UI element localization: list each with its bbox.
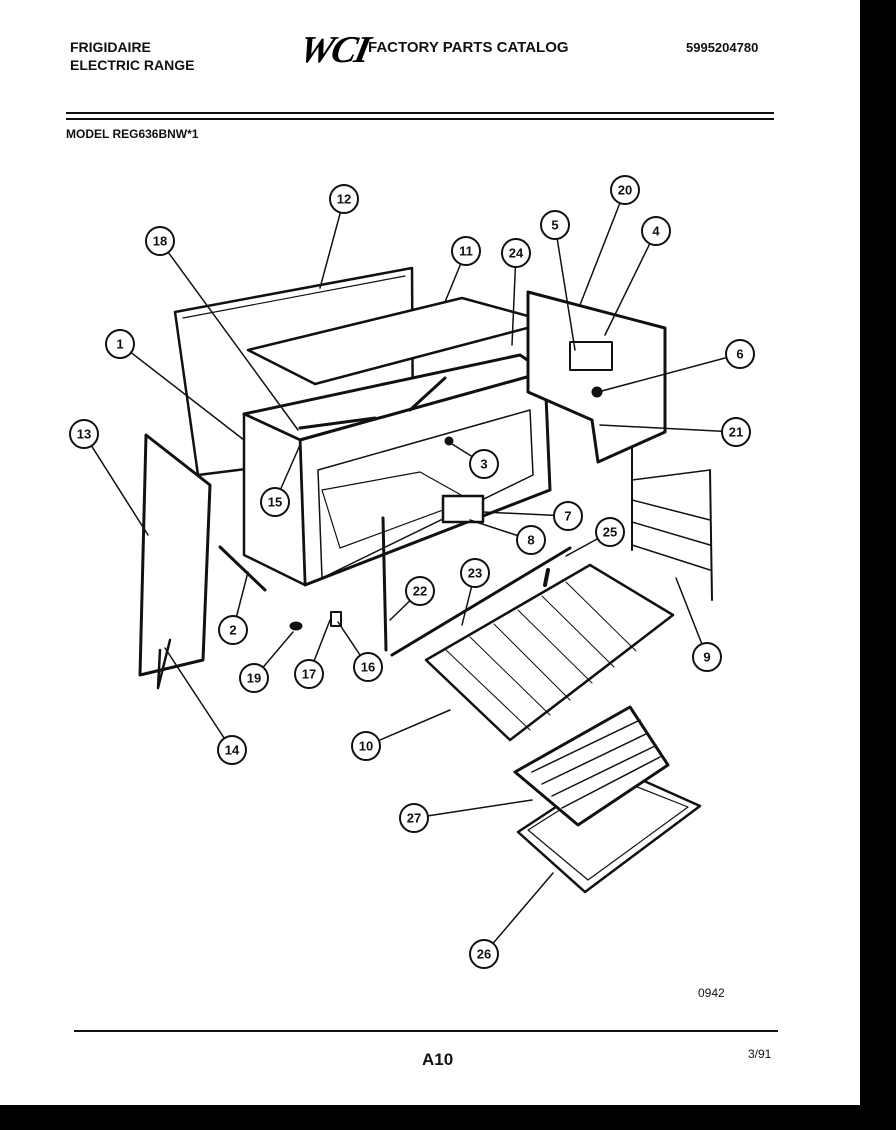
callout-17-marker: 17: [294, 659, 324, 689]
callout-13-marker: 13: [69, 419, 99, 449]
brand-name: FRIGIDAIRE: [70, 39, 151, 55]
back-wall-panel: [526, 290, 667, 464]
callout-4: 4: [652, 224, 660, 239]
callout-5: 5: [551, 218, 558, 233]
footer-rule: [74, 1030, 778, 1032]
callout-3-marker: 3: [469, 449, 499, 479]
product-type: ELECTRIC RANGE: [70, 57, 195, 73]
brand-block: FRIGIDAIRE ELECTRIC RANGE: [70, 38, 194, 74]
side-panel: [138, 433, 212, 677]
callout-16-marker: 16: [353, 652, 383, 682]
callout-25-marker: 25: [595, 517, 625, 547]
callout-5-marker: 5: [540, 210, 570, 240]
catalog-title: FACTORY PARTS CATALOG: [368, 39, 569, 56]
callout-18-marker: 18: [145, 226, 175, 256]
callout-8: 8: [527, 533, 534, 548]
callout-7: 7: [564, 509, 571, 524]
callout-24: 24: [509, 246, 524, 261]
callout-21: 21: [729, 425, 743, 440]
callout-20: 20: [618, 183, 632, 198]
callout-11: 11: [459, 244, 473, 259]
callout-8-marker: 8: [516, 525, 546, 555]
callout-17: 17: [302, 667, 316, 682]
exploded-parts-diagram: 1 2 3 4 5 6 7 8 9 10 11 12 13 14 15 16 1…: [69, 175, 755, 969]
callout-2: 2: [229, 623, 236, 638]
callout-12: 12: [337, 192, 351, 207]
callout-6: 6: [736, 347, 743, 362]
callout-10-marker: 10: [351, 731, 381, 761]
callout-27: 27: [407, 811, 421, 826]
callout-26-marker: 26: [469, 939, 499, 969]
callout-25: 25: [603, 525, 617, 540]
catalog-part-number: 5995204780: [686, 40, 759, 55]
callout-3: 3: [480, 457, 487, 472]
callout-11-marker: 11: [451, 236, 481, 266]
callout-14-marker: 14: [217, 735, 247, 765]
header-rule: [66, 112, 774, 120]
callout-9-marker: 9: [692, 642, 722, 672]
callout-7-marker: 7: [553, 501, 583, 531]
callout-9: 9: [703, 650, 710, 665]
callout-20-marker: 20: [610, 175, 640, 205]
side-panel-lower: [156, 638, 172, 690]
page-number: A10: [422, 1050, 454, 1069]
callout-14: 14: [225, 743, 240, 758]
callout-26: 26: [477, 947, 491, 962]
callout-23: 23: [468, 566, 482, 581]
callout-22-marker: 22: [405, 576, 435, 606]
callout-24-marker: 24: [501, 238, 531, 268]
callout-10: 10: [359, 739, 373, 754]
callout-16: 16: [361, 660, 375, 675]
callout-13: 13: [77, 427, 91, 442]
catalog-page: FRIGIDAIRE ELECTRIC RANGE WCI FACTORY PA…: [0, 0, 860, 1105]
callout-19-marker: 19: [239, 663, 269, 693]
callout-22: 22: [413, 584, 427, 599]
callout-6-marker: 6: [725, 339, 755, 369]
drawing-code: 0942: [698, 986, 725, 1000]
callout-18: 18: [153, 234, 167, 249]
model-number: MODEL REG636BNW*1: [66, 127, 199, 141]
callout-15-marker: 15: [260, 487, 290, 517]
callout-15: 15: [268, 495, 282, 510]
callout-23-marker: 23: [460, 558, 490, 588]
callout-27-marker: 27: [399, 803, 429, 833]
callout-4-marker: 4: [641, 216, 671, 246]
callout-19: 19: [247, 671, 261, 686]
oven-rack: [424, 563, 675, 742]
callout-12-marker: 12: [329, 184, 359, 214]
callout-2-marker: 2: [218, 615, 248, 645]
revision-date: 3/91: [748, 1047, 772, 1061]
callout-21-marker: 21: [721, 417, 751, 447]
callout-1: 1: [116, 337, 123, 352]
callout-1-marker: 1: [105, 329, 135, 359]
